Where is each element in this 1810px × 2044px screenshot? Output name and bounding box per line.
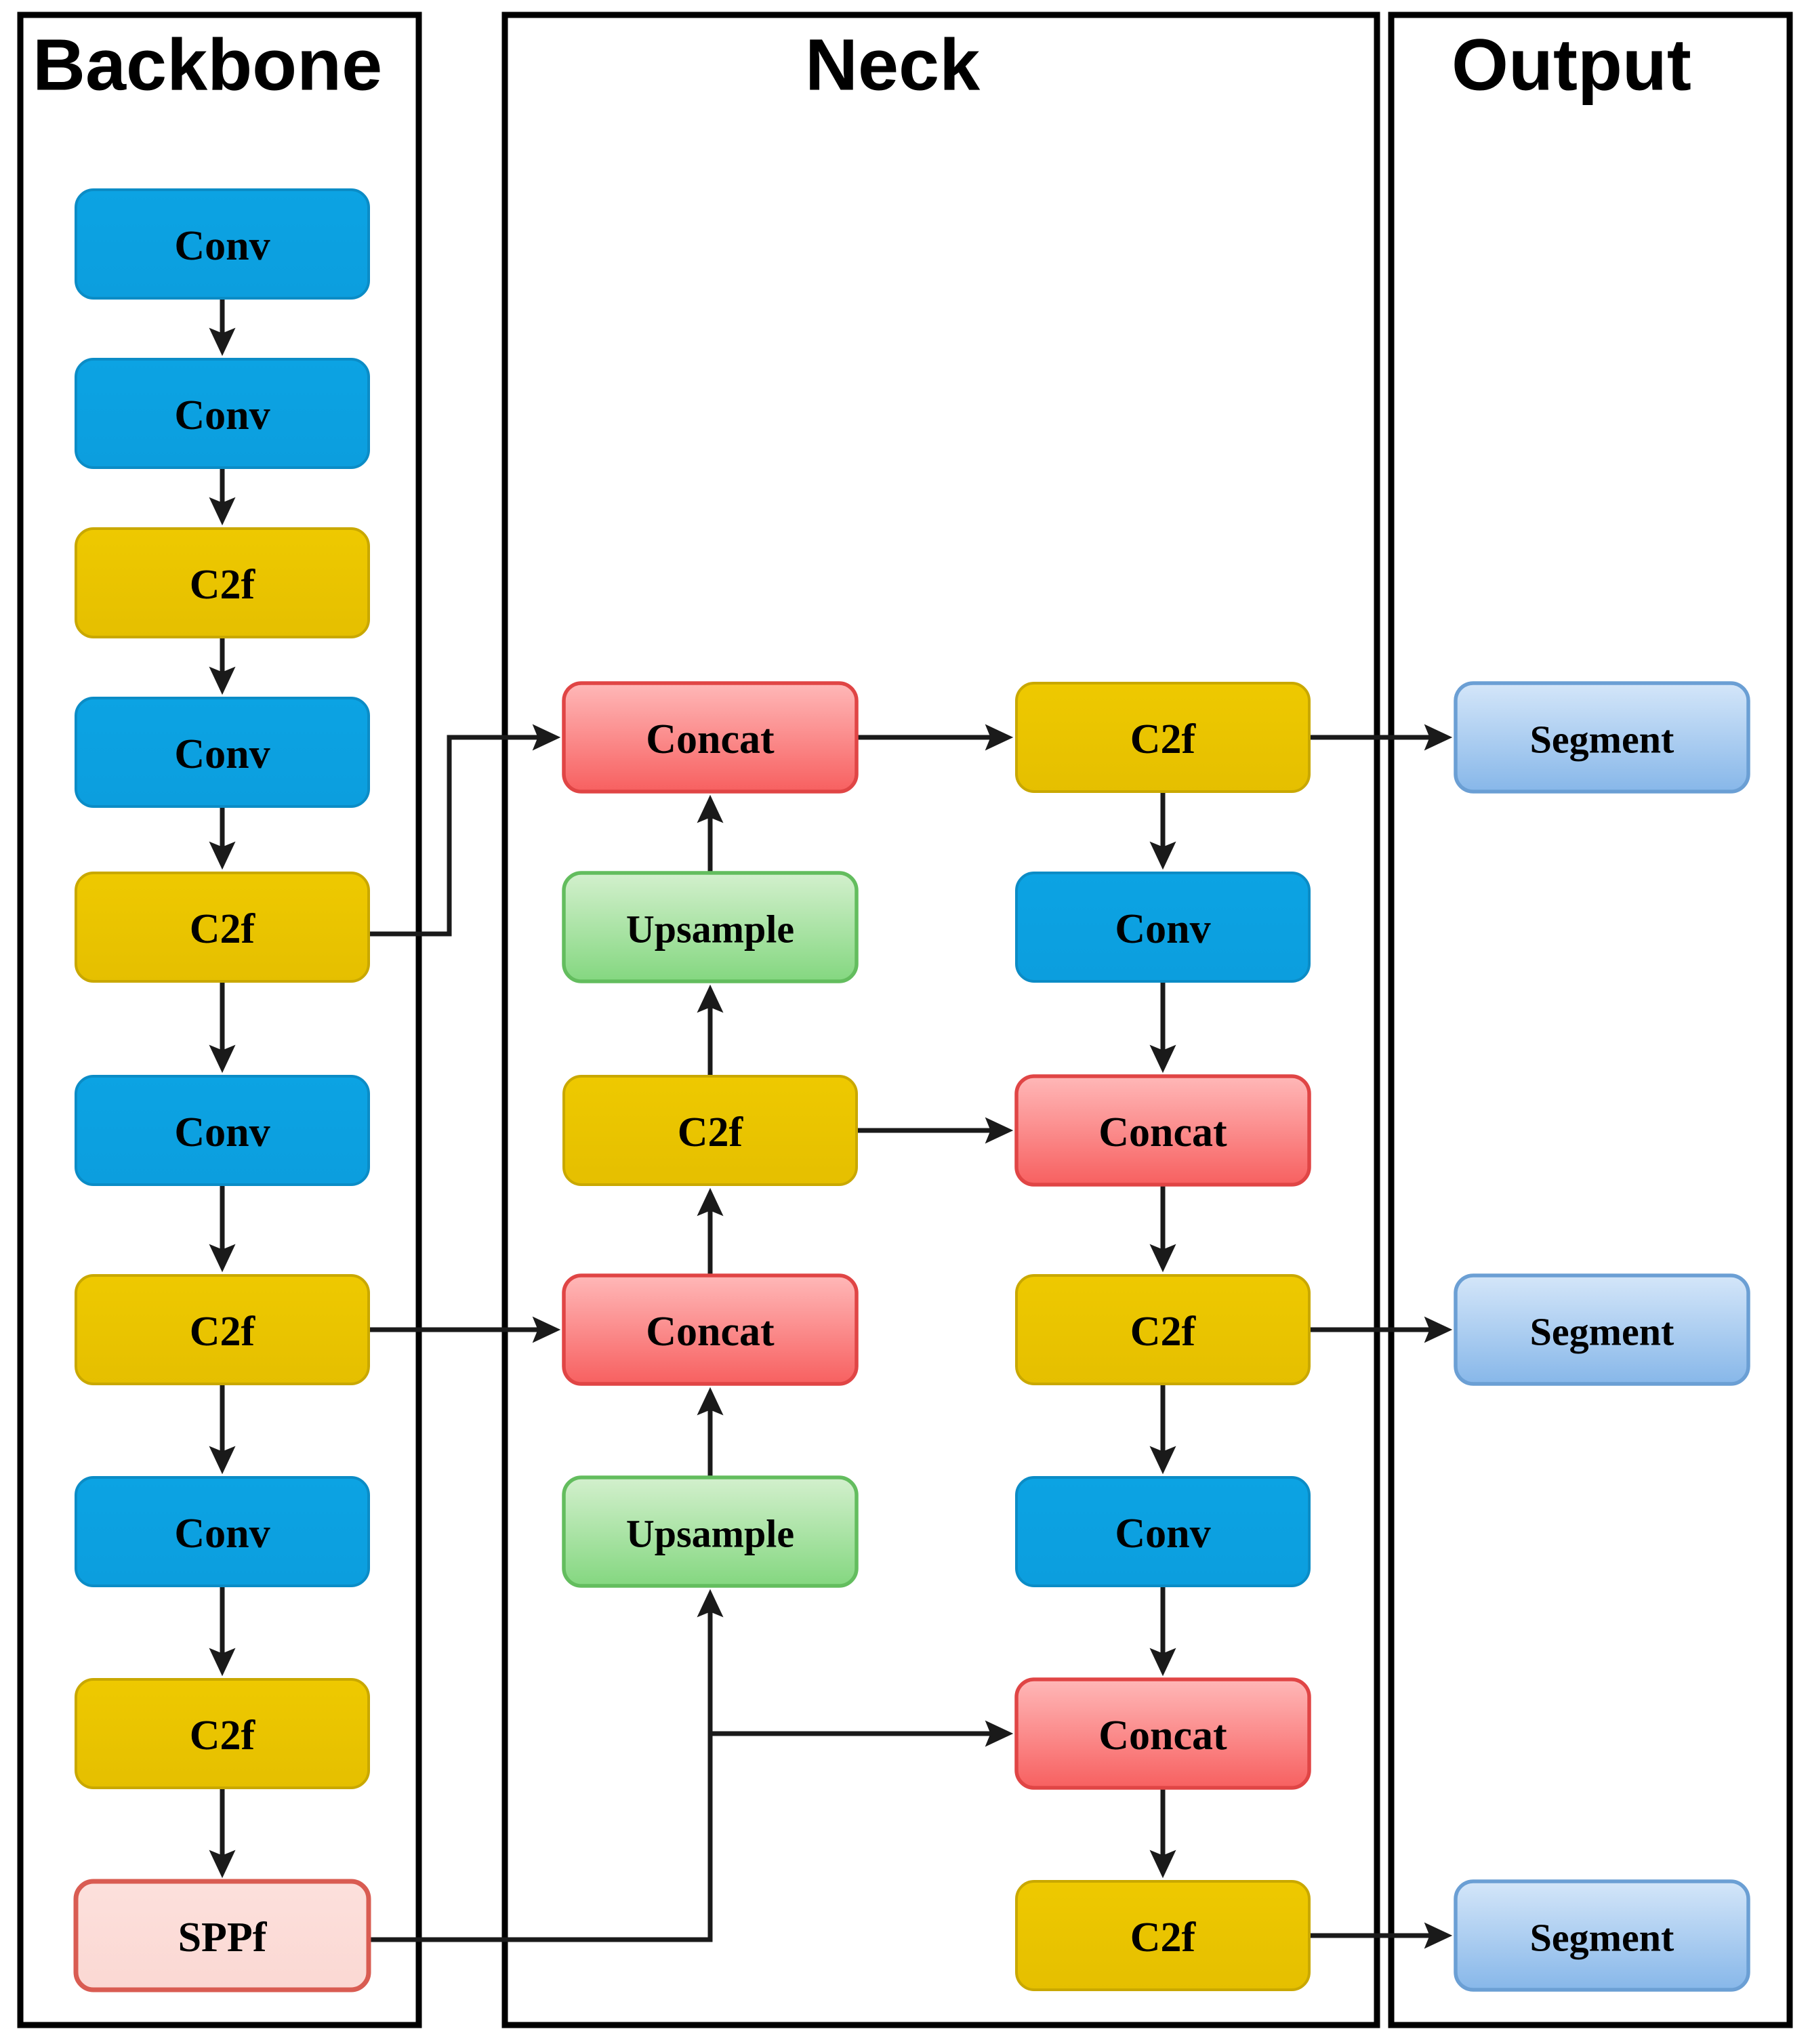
node-box-conv <box>75 1075 370 1186</box>
node-nk_concat3[interactable]: Concat <box>1014 1074 1311 1187</box>
node-nk_up2[interactable]: Upsample <box>562 1475 859 1588</box>
node-label-nk_conv_r1: Conv <box>1115 906 1210 952</box>
node-box-conv <box>1015 872 1311 983</box>
node-label-out_seg2: Segment <box>1530 1310 1674 1354</box>
node-nk_conv_r1[interactable]: Conv <box>1015 872 1311 983</box>
edge-bb_sppf-to-nk_up2 <box>369 1589 724 1942</box>
node-box-sppf <box>73 1879 371 1992</box>
node-box-segment <box>1454 681 1750 794</box>
node-nk_concat1[interactable]: Concat <box>562 681 859 794</box>
edge-group <box>209 298 1453 1949</box>
node-nk_concat2[interactable]: Concat <box>562 1273 859 1386</box>
node-box-c2f <box>562 1075 858 1186</box>
node-box-upsample <box>562 1475 859 1588</box>
node-box-conv <box>1015 1476 1311 1587</box>
panel-output <box>1388 12 1793 2028</box>
node-label-nk_concat3: Concat <box>1098 1109 1227 1156</box>
node-group: ConvConvC2fConvC2fConvC2fConvC2fSPPfConc… <box>73 188 1750 1992</box>
node-bb_conv3[interactable]: Conv <box>75 697 370 808</box>
node-label-nk_up1: Upsample <box>626 907 794 952</box>
node-bb_conv2[interactable]: Conv <box>75 358 370 469</box>
node-label-out_seg1: Segment <box>1530 718 1674 762</box>
node-label-bb_c2f3: C2f <box>190 1309 256 1355</box>
node-box-conv <box>75 697 370 808</box>
node-label-nk_concat1: Concat <box>646 716 775 762</box>
node-label-nk_c2f_r2: C2f <box>1130 1309 1197 1355</box>
node-bb_conv5[interactable]: Conv <box>75 1476 370 1587</box>
node-out_seg2[interactable]: Segment <box>1454 1273 1750 1386</box>
node-bb_sppf[interactable]: SPPf <box>73 1879 371 1992</box>
node-box-segment <box>1454 1273 1750 1386</box>
node-box-c2f <box>75 872 370 983</box>
node-label-bb_conv1: Conv <box>174 223 270 269</box>
node-label-bb_sppf: SPPf <box>178 1915 268 1961</box>
node-label-nk_c2f_m: C2f <box>678 1109 744 1156</box>
panel-title-backbone: Backbone <box>33 24 382 106</box>
node-label-out_seg3: Segment <box>1530 1916 1674 1960</box>
node-label-nk_concat2: Concat <box>646 1309 775 1355</box>
node-box-concat <box>1014 1677 1311 1790</box>
node-box-c2f <box>1015 682 1311 793</box>
node-box-conv <box>75 358 370 469</box>
node-box-segment <box>1454 1879 1750 1992</box>
node-out_seg1[interactable]: Segment <box>1454 681 1750 794</box>
node-box-c2f <box>75 1274 370 1385</box>
node-nk_c2f_r2[interactable]: C2f <box>1015 1274 1311 1385</box>
node-label-nk_c2f_r1: C2f <box>1130 716 1197 762</box>
node-box-c2f <box>75 527 370 638</box>
node-bb_conv4[interactable]: Conv <box>75 1075 370 1186</box>
node-bb_c2f2[interactable]: C2f <box>75 872 370 983</box>
node-label-bb_c2f2: C2f <box>190 906 256 952</box>
node-box-c2f <box>1015 1880 1311 1991</box>
node-box-c2f <box>75 1678 370 1789</box>
node-box-concat <box>1014 1074 1311 1187</box>
edge-bb_c2f2-to-nk_concat1 <box>369 724 561 937</box>
panel-title-neck: Neck <box>805 24 981 106</box>
node-bb_c2f3[interactable]: C2f <box>75 1274 370 1385</box>
node-box-upsample <box>562 871 859 983</box>
node-box-concat <box>562 1273 859 1386</box>
node-bb_c2f1[interactable]: C2f <box>75 527 370 638</box>
node-box-concat <box>562 681 859 794</box>
node-bb_conv1[interactable]: Conv <box>75 188 370 300</box>
node-label-bb_conv4: Conv <box>174 1109 270 1156</box>
node-nk_c2f_m[interactable]: C2f <box>562 1075 858 1186</box>
panel-title-group: Backbone Neck Output <box>33 24 1691 106</box>
node-nk_conv_r2[interactable]: Conv <box>1015 1476 1311 1587</box>
node-label-nk_concat4: Concat <box>1098 1713 1227 1759</box>
node-nk_concat4[interactable]: Concat <box>1014 1677 1311 1790</box>
node-nk_c2f_r3[interactable]: C2f <box>1015 1880 1311 1991</box>
node-label-nk_conv_r2: Conv <box>1115 1511 1210 1557</box>
node-bb_c2f4[interactable]: C2f <box>75 1678 370 1789</box>
node-box-conv <box>75 1476 370 1587</box>
node-out_seg3[interactable]: Segment <box>1454 1879 1750 1992</box>
node-nk_up1[interactable]: Upsample <box>562 871 859 983</box>
node-box-c2f <box>1015 1274 1311 1385</box>
node-label-bb_conv3: Conv <box>174 731 270 777</box>
node-nk_c2f_r1[interactable]: C2f <box>1015 682 1311 793</box>
node-label-bb_c2f1: C2f <box>190 562 256 608</box>
panel-title-output: Output <box>1452 24 1691 106</box>
node-box-conv <box>75 188 370 300</box>
node-label-nk_up2: Upsample <box>626 1512 794 1556</box>
node-label-bb_conv5: Conv <box>174 1511 270 1557</box>
node-label-nk_c2f_r3: C2f <box>1130 1915 1197 1961</box>
node-label-bb_conv2: Conv <box>174 392 270 438</box>
node-label-bb_c2f4: C2f <box>190 1713 256 1759</box>
